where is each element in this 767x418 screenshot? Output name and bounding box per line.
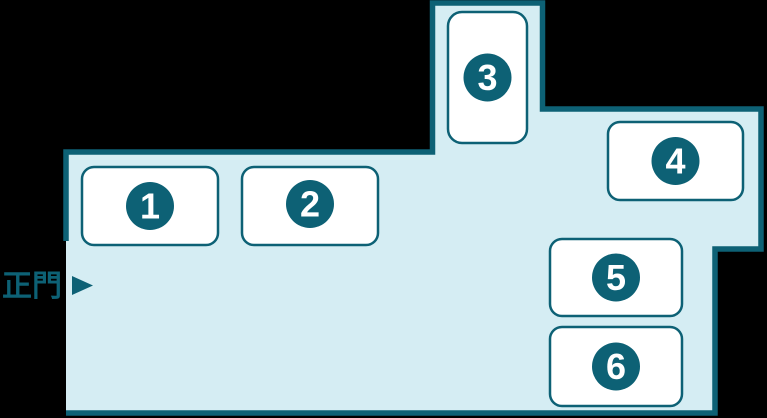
building-5-number-badge	[592, 253, 640, 302]
building-6-number: 6	[606, 346, 626, 387]
building-5-number: 5	[606, 257, 626, 298]
building-4-number-badge	[651, 137, 700, 185]
building-5: 5	[548, 237, 684, 318]
building-4-number: 4	[665, 141, 685, 182]
building-1: 1	[80, 165, 220, 247]
gate-label: 正門	[2, 269, 62, 304]
building-6: 6	[548, 325, 684, 408]
building-2-number-badge	[286, 180, 334, 228]
building-3: 3	[446, 10, 529, 145]
building-1-number: 1	[140, 186, 160, 227]
main-gate: 正門	[2, 269, 93, 304]
building-1-number-badge	[126, 182, 174, 230]
building-4: 4	[606, 120, 745, 202]
building-2-number: 2	[300, 184, 320, 225]
gate-arrow-icon	[72, 276, 93, 295]
building-2: 2	[240, 165, 380, 247]
building-3-number-badge	[463, 53, 512, 102]
building-3-number: 3	[477, 57, 497, 98]
building-6-number-badge	[592, 342, 640, 391]
